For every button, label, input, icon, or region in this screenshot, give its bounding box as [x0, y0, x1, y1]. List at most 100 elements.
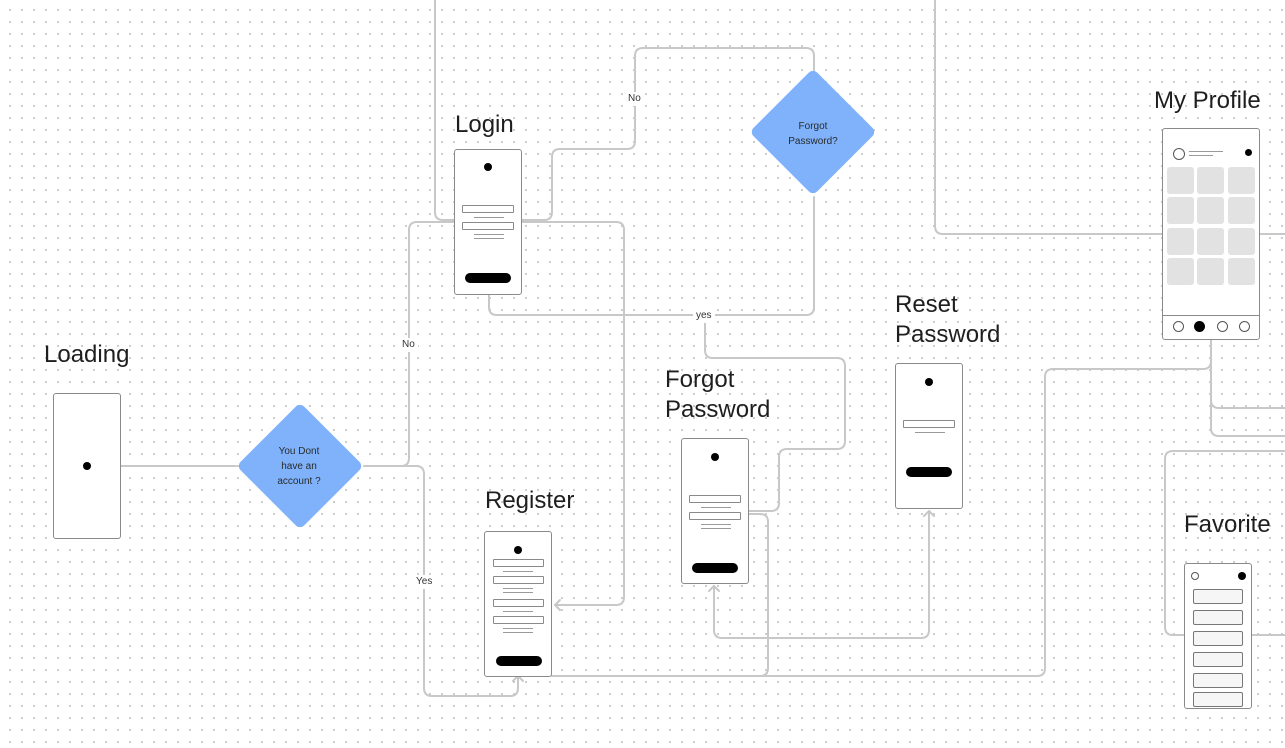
- connector-top-to-login: [434, 0, 456, 221]
- connector-login-to-register: [520, 221, 625, 606]
- profile-menu-dot: [1245, 149, 1252, 156]
- register-text-line: [503, 632, 533, 633]
- reset-password-title-line1: Reset: [895, 291, 958, 318]
- register-screen[interactable]: [484, 531, 552, 677]
- my-profile-title: My Profile: [1154, 87, 1261, 114]
- register-title: Register: [485, 487, 575, 514]
- reset-password-title-line2: Password: [895, 321, 1001, 348]
- login-screen[interactable]: [454, 149, 522, 295]
- register-text-line: [503, 571, 533, 572]
- decision-forgot-line2: Password?: [788, 136, 838, 147]
- back-icon: [1191, 572, 1199, 580]
- nav-favorites-icon: [1217, 321, 1228, 332]
- connector-profile-branch-2: [1210, 399, 1285, 437]
- reset-password-field: [903, 420, 955, 428]
- profile-grid-tile: [1228, 167, 1255, 194]
- edge-label-yes-forgot: yes: [693, 309, 715, 323]
- profile-avatar-icon: [1173, 148, 1185, 160]
- connector-profile-branch-1: [1210, 339, 1285, 409]
- profile-grid-tile: [1197, 167, 1224, 194]
- register-button: [496, 656, 542, 666]
- connector-forgot-decision-yes: [488, 196, 815, 316]
- forgot-password-title-line1: Forgot: [665, 366, 735, 393]
- forgot-password-title-line2: Password: [665, 396, 771, 423]
- login-button: [465, 273, 511, 283]
- login-text-line: [474, 217, 504, 218]
- arrow-into-forgot-bottom: [708, 585, 720, 592]
- favorite-list-item: [1193, 673, 1243, 688]
- login-username-field: [462, 205, 514, 213]
- profile-grid-tile: [1228, 228, 1255, 255]
- reset-password-logo: [925, 378, 933, 386]
- nav-home-icon: [1173, 321, 1184, 332]
- edge-label-yes-register: Yes: [413, 575, 436, 589]
- register-text-line: [503, 592, 533, 593]
- profile-grid-tile: [1228, 197, 1255, 224]
- login-logo: [484, 163, 492, 171]
- forgot-password-screen[interactable]: [681, 438, 749, 584]
- login-password-field: [462, 222, 514, 230]
- profile-bottom-nav: [1163, 315, 1259, 316]
- forgot-password-button: [692, 563, 738, 573]
- forgot-password-text-line: [701, 524, 731, 525]
- nav-active-icon: [1194, 321, 1205, 332]
- connector-yes-to-forgot-screen: [704, 314, 846, 512]
- arrow-into-register-side: [554, 599, 561, 611]
- arrow-into-reset-bottom: [923, 510, 935, 517]
- decision-no-account-shape: [238, 404, 362, 528]
- forgot-password-text-line: [701, 507, 731, 508]
- loading-screen[interactable]: [53, 393, 121, 539]
- favorite-list-item: [1193, 652, 1243, 667]
- connector-decision-to-register: [363, 465, 519, 697]
- edge-label-no-forgot: No: [625, 92, 644, 106]
- login-text-line: [474, 234, 504, 235]
- profile-grid-tile: [1197, 258, 1224, 285]
- forgot-password-logo: [711, 453, 719, 461]
- connector-forgot-to-reset: [713, 510, 930, 639]
- register-text-line: [503, 628, 533, 629]
- decision-no-account-line1: You Dont: [278, 446, 320, 457]
- decision-no-account-text: You Dont have an account ?: [254, 444, 344, 489]
- reset-password-screen[interactable]: [895, 363, 963, 509]
- favorite-list-item: [1193, 589, 1243, 604]
- decision-no-account-line2: have an: [281, 461, 317, 472]
- nav-settings-icon: [1239, 321, 1250, 332]
- login-title: Login: [455, 111, 514, 138]
- decision-forgot-shape: [751, 70, 875, 194]
- connector-to-favorite: [1164, 450, 1285, 636]
- profile-grid-tile: [1228, 258, 1255, 285]
- decision-forgot-line1: Forgot: [798, 121, 828, 132]
- profile-grid-tile: [1167, 167, 1194, 194]
- register-field: [493, 559, 544, 567]
- reset-password-button: [906, 467, 952, 477]
- register-logo: [514, 546, 522, 554]
- decision-forgot-text: Forgot Password?: [768, 119, 858, 149]
- connector-login-to-forgot-decision: [520, 47, 815, 221]
- edge-label-no-login: No: [399, 338, 418, 352]
- register-field: [493, 576, 544, 584]
- connector-top-to-profile: [934, 0, 1164, 235]
- loading-indicator: [83, 462, 91, 470]
- profile-grid-tile: [1197, 228, 1224, 255]
- register-field: [493, 616, 544, 624]
- register-text-line: [503, 588, 533, 589]
- decision-no-account-line3: account ?: [277, 476, 321, 487]
- profile-name-line: [1189, 155, 1213, 156]
- login-text-line: [474, 238, 504, 239]
- favorite-list-item: [1193, 692, 1243, 707]
- favorite-list-item: [1193, 610, 1243, 625]
- loading-title: Loading: [44, 341, 130, 368]
- forgot-password-field: [689, 512, 741, 520]
- forgot-password-text-line: [701, 528, 731, 529]
- my-profile-screen[interactable]: [1162, 128, 1260, 340]
- forgot-password-field: [689, 495, 741, 503]
- favorite-menu-dot: [1238, 572, 1246, 580]
- connector-bottom-to-profile: [551, 339, 1212, 677]
- favorite-list-item: [1193, 631, 1243, 646]
- profile-grid-tile: [1167, 228, 1194, 255]
- favorite-screen[interactable]: [1184, 563, 1252, 709]
- profile-name-line: [1189, 151, 1223, 152]
- reset-password-text-line: [915, 432, 945, 433]
- profile-grid-tile: [1197, 197, 1224, 224]
